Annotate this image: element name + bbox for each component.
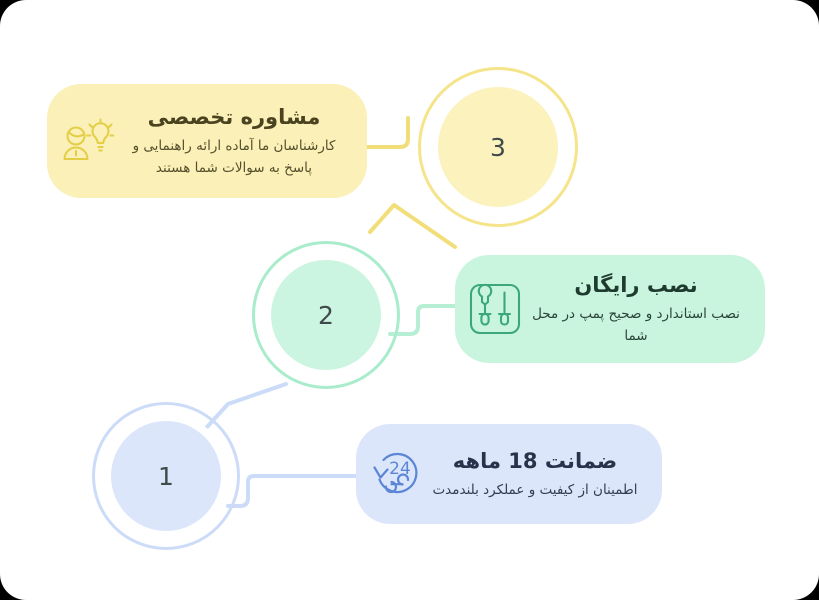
connector-node-2-to-card-install xyxy=(388,304,458,336)
card-install-text: نصب رایگان نصب استاندارد و صحیح پمپ در م… xyxy=(525,270,747,347)
card-install-title: نصب رایگان xyxy=(574,273,698,298)
card-install-description: نصب استاندارد و صحیح پمپ در محل شما xyxy=(532,305,740,344)
step-node-2-number: 2 xyxy=(271,260,381,370)
connector-node-3-to-node-2 xyxy=(368,203,457,249)
card-warranty-text: ضمانت 18 ماهه اطمینان از کیفیت و عملکرد … xyxy=(426,446,644,501)
person-lightbulb-icon xyxy=(57,111,117,171)
step-node-3[interactable]: 3 xyxy=(418,67,578,227)
card-warranty[interactable]: 24 ضمانت 18 ماهه اطمینان از کیفیت و عملک… xyxy=(356,424,662,524)
card-install[interactable]: نصب رایگان نصب استاندارد و صحیح پمپ در م… xyxy=(455,255,765,363)
connector-node-1-to-card-warranty xyxy=(226,474,360,508)
step-node-1-outer-ring xyxy=(92,402,240,550)
step-node-2-outer-ring xyxy=(252,241,400,389)
card-warranty-description: اطمینان از کیفیت و عملکرد بلندمدت xyxy=(432,481,638,498)
warranty-24-wrench-icon: 24 xyxy=(366,444,426,504)
step-node-3-number: 3 xyxy=(438,87,558,207)
step-node-2[interactable]: 2 xyxy=(252,241,400,389)
connector-card-consult-to-node-3 xyxy=(364,116,410,149)
card-warranty-title: ضمانت 18 ماهه xyxy=(452,449,618,474)
card-consult[interactable]: مشاوره تخصصی کارشناسان ما آماده ارائه را… xyxy=(47,84,367,198)
step-node-1-number: 1 xyxy=(111,421,221,531)
card-consult-text: مشاوره تخصصی کارشناسان ما آماده ارائه را… xyxy=(117,102,351,179)
step-node-3-outer-ring xyxy=(418,67,578,227)
step-node-1[interactable]: 1 xyxy=(92,402,240,550)
wrench-screwdriver-icon xyxy=(465,279,525,339)
card-consult-description: کارشناسان ما آماده ارائه راهنمایی و پاسخ… xyxy=(132,137,336,176)
card-consult-title: مشاوره تخصصی xyxy=(147,105,321,130)
